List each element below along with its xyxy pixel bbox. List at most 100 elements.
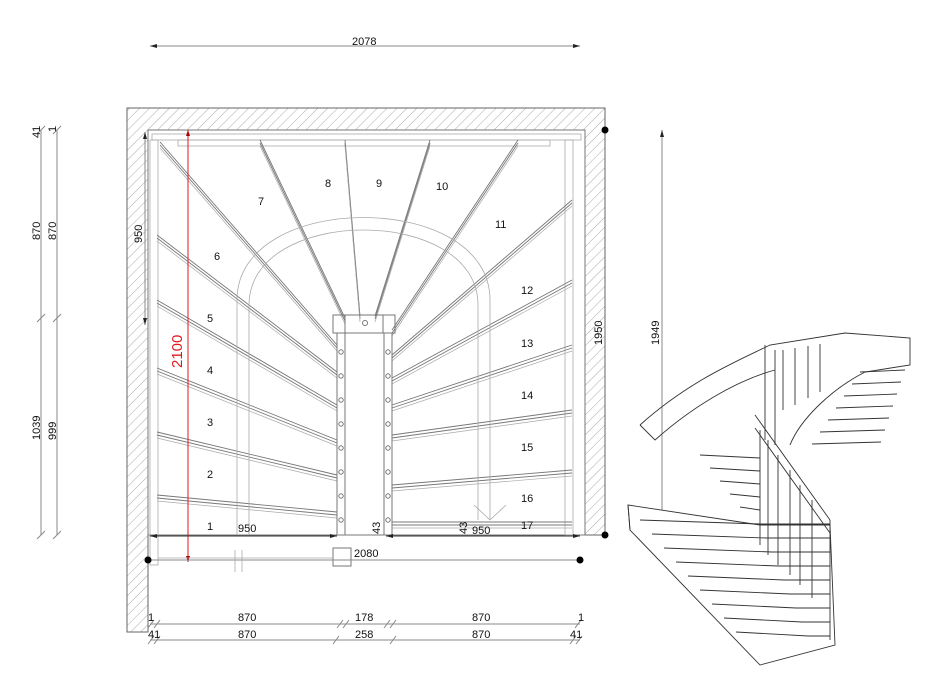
tread-line	[391, 475, 573, 492]
step-numbers: 1 2 3 4 5 6 7 8 9 10 11 12 13 14 15 16 1…	[207, 178, 533, 533]
dim-left-outer-1039: 1039	[31, 416, 43, 440]
tread-line	[156, 434, 338, 479]
tread-line	[156, 500, 338, 519]
tread-line	[156, 497, 338, 516]
arrow-icon	[473, 504, 507, 521]
dim-left-outer-870: 870	[31, 222, 43, 240]
tread-line	[156, 302, 338, 409]
perspective-step	[687, 575, 830, 581]
step-2: 2	[207, 469, 213, 481]
step-14: 14	[521, 390, 533, 402]
baluster	[385, 469, 391, 475]
dim-left-inner-1: 1	[47, 126, 59, 132]
dimension-right: 1950 1949	[593, 126, 664, 539]
dim-row2-b: 870	[238, 629, 256, 641]
baluster	[338, 445, 344, 451]
tread-line	[259, 142, 346, 322]
dim-right-1950: 1950	[593, 321, 605, 345]
tread-line	[391, 199, 573, 356]
step-10: 10	[436, 181, 448, 193]
dim-row2-e: 41	[570, 629, 582, 641]
perspective-step	[719, 480, 761, 485]
step-12: 12	[521, 285, 533, 297]
baluster	[385, 493, 391, 499]
dim-gap-left: 43	[371, 522, 383, 534]
baluster	[385, 373, 391, 379]
tread-line	[391, 472, 573, 489]
dim-bottom-right-run: 950	[472, 525, 490, 537]
central-newel	[332, 314, 396, 567]
dim-right-1949: 1949	[650, 321, 662, 345]
tread-line	[391, 202, 573, 359]
baluster	[338, 421, 344, 427]
perspective-step	[735, 631, 830, 637]
baluster	[338, 517, 344, 523]
perspective-step	[651, 533, 830, 539]
dim-row1-b: 870	[238, 612, 256, 624]
step-6: 6	[214, 251, 220, 263]
dimension-left-run: 950	[133, 132, 147, 325]
baluster	[338, 469, 344, 475]
dimension-bottom-runs: 950 950 43 43 2080	[144, 522, 584, 572]
step-11: 11	[495, 219, 506, 231]
perspective-step	[827, 417, 890, 421]
tread-line	[156, 494, 338, 513]
tread-line	[391, 285, 573, 385]
walking-line	[236, 217, 491, 535]
dimension-top: 2078	[150, 36, 580, 48]
step-8: 8	[325, 178, 331, 190]
tread-line	[156, 370, 338, 444]
perspective-step	[819, 429, 886, 433]
perspective-step	[739, 506, 761, 511]
tread-line	[156, 237, 338, 376]
dim-row1-a: 1	[148, 612, 154, 624]
step-5: 5	[207, 313, 213, 325]
tread-line	[391, 205, 573, 362]
dim-left-inner-999: 999	[47, 422, 59, 440]
step-17: 17	[521, 520, 533, 532]
perspective-step	[663, 547, 830, 553]
tread-line	[391, 415, 573, 442]
perspective-step	[835, 405, 894, 409]
tread-line	[156, 299, 338, 406]
perspective-step	[851, 381, 902, 385]
perspective-step	[811, 441, 882, 445]
dim-row2-d: 870	[472, 629, 490, 641]
step-9: 9	[376, 178, 382, 190]
dimension-height-red: 2100	[169, 130, 190, 562]
perspective-step	[639, 519, 830, 525]
perspective-step	[675, 561, 830, 567]
tread-line	[156, 305, 338, 412]
step-3: 3	[207, 417, 213, 429]
dim-left-inner-870: 870	[47, 222, 59, 240]
perspective-step	[723, 617, 830, 623]
tread-line	[391, 142, 519, 334]
tread-line	[391, 347, 573, 409]
tread-line	[156, 240, 338, 379]
tread-line	[374, 142, 431, 320]
tread-line	[374, 139, 431, 317]
tread-line	[259, 145, 346, 325]
baluster	[385, 445, 391, 451]
walls	[126, 107, 606, 633]
perspective-step	[709, 467, 761, 472]
perspective-step	[729, 493, 761, 498]
dim-left-outer-41: 41	[31, 126, 43, 138]
tread-line	[159, 144, 338, 349]
perspective-step	[859, 369, 906, 373]
dim-row2-a: 41	[148, 629, 160, 641]
dim-bottom-left-run: 950	[238, 523, 256, 535]
baluster	[385, 517, 391, 523]
dim-row1-c: 178	[355, 612, 373, 624]
tread-lines	[156, 139, 573, 529]
tread-line	[259, 139, 346, 319]
dim-row1-e: 1	[578, 612, 584, 624]
tread-line	[156, 373, 338, 447]
baluster	[338, 373, 344, 379]
perspective-step	[699, 589, 830, 595]
step-16: 16	[521, 493, 533, 505]
step-7: 7	[258, 196, 264, 208]
tread-line	[391, 344, 573, 406]
tread-line	[159, 147, 338, 352]
